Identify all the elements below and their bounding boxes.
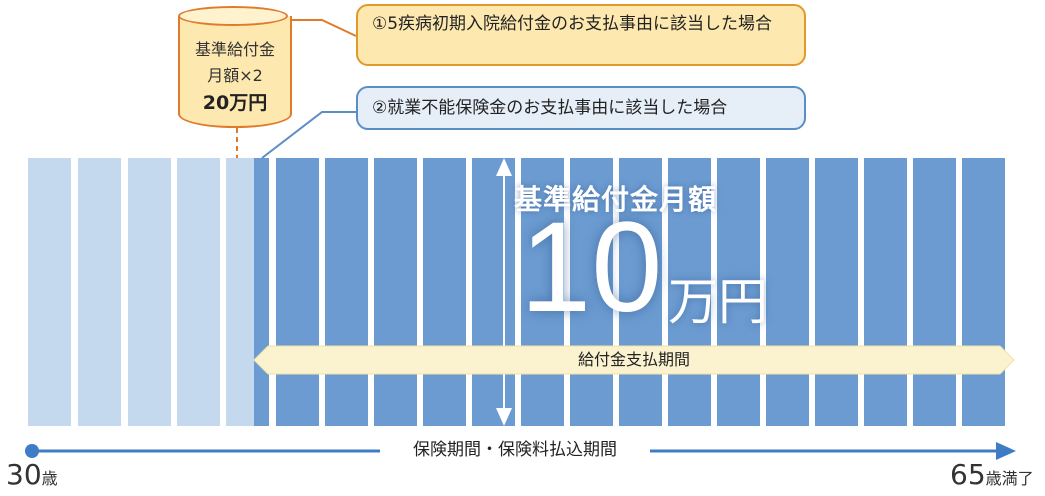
benefit-unit: 万円 xyxy=(668,273,768,331)
stripe-initial xyxy=(78,158,121,426)
orange-connector xyxy=(288,19,357,37)
end-age: 65歳満了 xyxy=(950,458,1034,496)
end-age-unit: 歳満了 xyxy=(985,469,1034,488)
stripe-initial xyxy=(128,158,171,426)
start-age: 30歳 xyxy=(6,458,58,496)
stripe-disability xyxy=(423,158,466,426)
cylinder-line1: 基準給付金 xyxy=(194,40,275,59)
stripe-initial xyxy=(177,158,220,426)
stripe-disability xyxy=(815,158,858,426)
stripe-disability xyxy=(717,158,760,426)
callout-initial-hospitalization: ①5疾病初期入院給付金のお支払事由に該当した場合 xyxy=(356,4,806,66)
stripe-disability xyxy=(619,158,662,426)
stripe-disability xyxy=(374,158,417,426)
vertical-double-arrow xyxy=(496,158,512,426)
stripe-disability xyxy=(472,158,515,426)
stripe-disability xyxy=(913,158,956,426)
cylinder-body xyxy=(178,16,292,128)
end-age-number: 65 xyxy=(950,458,986,491)
stripe-disability xyxy=(864,158,907,426)
start-age-number: 30 xyxy=(6,458,42,491)
timeline-label: 保険期間・保険料払込期間 xyxy=(380,438,650,462)
callout-disability: ②就業不能保険金のお支払事由に該当した場合 xyxy=(356,86,806,130)
benefit-number: 10 xyxy=(520,196,663,339)
blue-connector xyxy=(261,111,356,159)
stripe-disability xyxy=(766,158,809,426)
stripe-disability xyxy=(668,158,711,426)
benefit-title: 基準給付金月額 xyxy=(514,183,718,216)
stripe-initial xyxy=(28,158,71,426)
payment-period-banner xyxy=(253,345,1015,375)
cylinder-top xyxy=(178,6,288,26)
start-age-unit: 歳 xyxy=(41,469,58,488)
stripe-disability xyxy=(325,158,368,426)
payment-period-label: 給付金支払期間 xyxy=(577,350,690,369)
stripe-disability xyxy=(276,158,319,426)
stripe-disability xyxy=(570,158,613,426)
cylinder-line2: 月額×2 xyxy=(207,66,263,85)
cylinder-amount: 20万円 xyxy=(202,92,268,114)
stripe-disability xyxy=(521,158,564,426)
stripe-initial xyxy=(226,158,254,426)
stripe-disability xyxy=(962,158,1005,426)
